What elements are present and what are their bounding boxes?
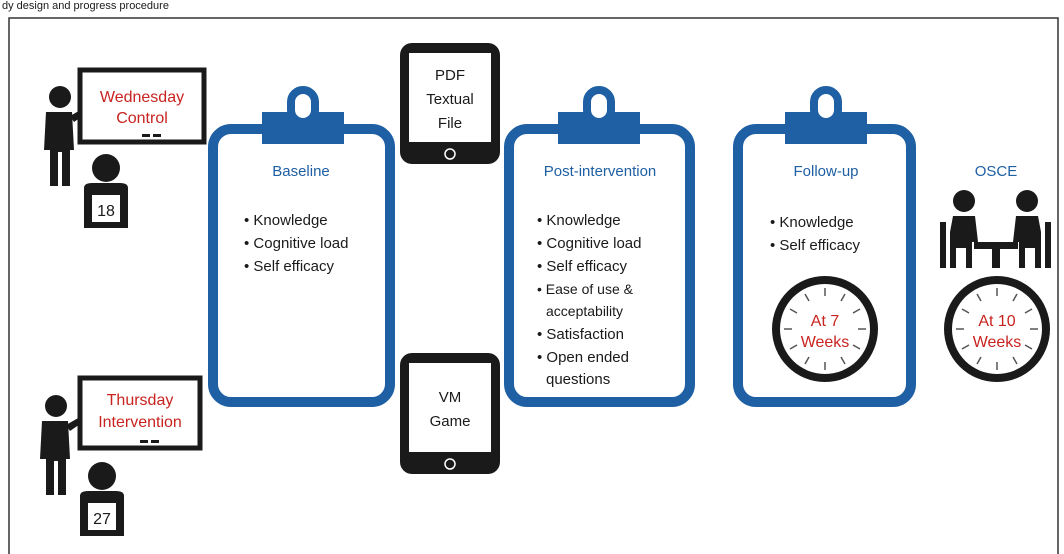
clock-label: Weeks: [801, 334, 850, 351]
tablet-text: VM: [439, 389, 462, 406]
clipboard-follow-up: Follow-up • Knowledge • Self efficacy: [733, 86, 916, 407]
student-icon: [84, 154, 128, 228]
tablet-text: Game: [430, 413, 471, 430]
board-label-group: Control: [116, 110, 168, 127]
osce-section: OSCE: [940, 163, 1051, 382]
clock-icon: [944, 276, 1050, 382]
measure-item: • Cognitive load: [244, 235, 348, 252]
clipboard-title: Follow-up: [793, 163, 858, 180]
measure-item: acceptability: [546, 303, 623, 319]
clock-label: Weeks: [973, 334, 1022, 351]
measure-item: • Self efficacy: [537, 258, 628, 275]
tablet-text: File: [438, 115, 462, 132]
board-label-day: Thursday: [107, 392, 174, 409]
exam-people-icon: [940, 190, 1051, 268]
board: [77, 67, 207, 145]
clipboard-title: Baseline: [272, 163, 330, 180]
clipboard-title: Post-intervention: [544, 163, 657, 180]
board-label-day: Wednesday: [100, 89, 184, 106]
header-caption: dy design and progress procedure: [2, 0, 169, 12]
measure-item: questions: [546, 371, 610, 388]
figure-frame: [8, 17, 1059, 554]
board: [77, 375, 203, 451]
measure-item: • Satisfaction: [537, 326, 624, 343]
clock-label: At 7: [811, 313, 840, 330]
tablet-text: PDF: [435, 67, 465, 84]
group-thursday: Thursday Intervention 27: [40, 375, 203, 536]
clipboard-post-intervention: Post-intervention • Knowledge • Cognitiv…: [504, 86, 695, 407]
group-wednesday: Wednesday Control 18: [44, 67, 207, 228]
student-icon: [80, 462, 124, 536]
clock-icon: [772, 276, 878, 382]
board-label-group: Intervention: [98, 414, 182, 431]
measure-item: • Knowledge: [537, 212, 621, 229]
measure-item: • Cognitive load: [537, 235, 641, 252]
measure-item: • Ease of use &: [537, 281, 634, 297]
measure-item: • Knowledge: [770, 214, 854, 231]
tablet-pdf: PDF Textual File: [400, 43, 500, 164]
measure-item: • Self efficacy: [244, 258, 335, 275]
tablet-text: Textual: [426, 91, 474, 108]
measure-item: • Knowledge: [244, 212, 328, 229]
clock-label: At 10: [978, 313, 1015, 330]
student-count: 18: [97, 203, 115, 220]
clipboard-baseline: Baseline • Knowledge • Cognitive load • …: [208, 86, 395, 407]
tablet-vm-game: VM Game: [400, 353, 500, 474]
measure-item: • Self efficacy: [770, 237, 861, 254]
osce-title: OSCE: [975, 163, 1018, 180]
student-count: 27: [93, 511, 111, 528]
measure-item: • Open ended: [537, 349, 629, 366]
